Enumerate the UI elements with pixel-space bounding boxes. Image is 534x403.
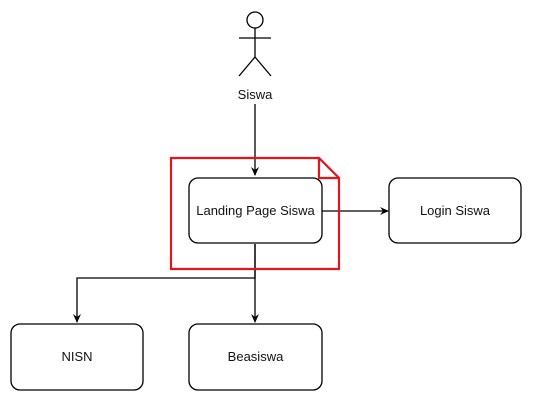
node-box[interactable]	[388, 177, 522, 244]
actor-siswa: Siswa	[238, 11, 273, 102]
highlight-frame	[169, 156, 341, 271]
node-landing-page-siswa[interactable]: Landing Page Siswa	[188, 177, 323, 244]
actor-head	[246, 11, 264, 29]
node-box[interactable]	[188, 177, 323, 244]
actor-left-leg	[238, 56, 256, 77]
actor-right-leg	[254, 56, 272, 77]
node-login-siswa[interactable]: Login Siswa	[388, 177, 522, 244]
node-label: Landing Page Siswa	[196, 203, 315, 218]
node-label: Login Siswa	[420, 203, 491, 218]
node-nisn[interactable]: NISN	[10, 323, 144, 391]
node-label: Beasiswa	[228, 349, 284, 364]
node-label: NISN	[61, 349, 92, 364]
node-box[interactable]	[188, 323, 323, 391]
highlight-fold	[317, 158, 339, 180]
edge-landing-to-nisn	[73, 244, 256, 323]
node-beasiswa[interactable]: Beasiswa	[188, 323, 323, 391]
node-box[interactable]	[10, 323, 144, 391]
actor-label: Siswa	[238, 87, 273, 102]
